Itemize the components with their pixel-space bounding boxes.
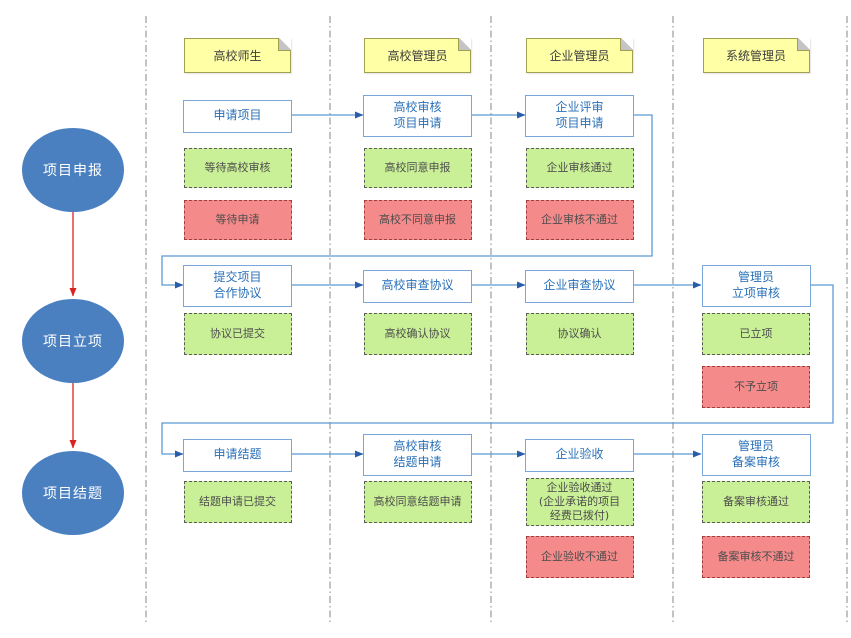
flow-ent-review-to-submit-agreement <box>161 114 653 289</box>
status-record-review-pass: 备案审核通过 <box>702 481 810 523</box>
step-label: 企业验收 <box>555 447 604 462</box>
phase-label: 项目立项 <box>43 334 103 350</box>
step-apply-project: 申请项目 <box>183 99 292 133</box>
phase-label: 项目结题 <box>43 486 103 502</box>
status-univ-disagree-declare: 高校不同意申报 <box>363 200 472 240</box>
folded-corner-icon <box>458 38 471 51</box>
status-waiting-apply: 等待申请 <box>183 200 292 240</box>
status-label: 不予立项 <box>734 380 778 394</box>
status-label: 已立项 <box>739 327 773 341</box>
phase-circle-project-approve: 项目立项 <box>22 299 124 383</box>
status-label: 结题申请已提交 <box>199 495 276 509</box>
status-label: 企业审核通过 <box>546 161 613 175</box>
status-label: 等待申请 <box>215 213 260 227</box>
step-label: 高校审核 项目申请 <box>393 100 442 130</box>
folded-corner-icon <box>620 38 633 51</box>
step-ent-review-application: 企业评审 项目申请 <box>525 95 634 137</box>
step-label: 管理员 备案审核 <box>731 439 780 469</box>
status-label: 协议已提交 <box>210 327 265 341</box>
lane-header-label: 高校管理员 <box>387 49 448 63</box>
folded-corner-icon <box>278 38 291 51</box>
step-univ-review-agreement: 高校审查协议 <box>363 269 472 303</box>
lane-header-label: 系统管理员 <box>725 49 786 63</box>
status-label: 备案审核通过 <box>723 495 789 509</box>
step-univ-review-conclusion: 高校审核 结题申请 <box>363 434 472 476</box>
status-univ-agree-declare: 高校同意申报 <box>363 148 472 188</box>
status-label: 高校同意结题申请 <box>373 495 462 509</box>
status-ent-review-pass: 企业审核通过 <box>525 148 634 188</box>
status-ent-acceptance-pass: 企业验收通过 (企业承诺的项目 经费已拨付) <box>525 478 634 526</box>
flow-admin-approval-to-apply-conclusion <box>161 284 834 458</box>
phase-circle-project-conclude: 项目结题 <box>22 451 124 535</box>
phase-label: 项目申报 <box>43 163 103 179</box>
step-label: 管理员 立项审核 <box>731 270 780 300</box>
step-submit-agreement: 提交项目 合作协议 <box>183 265 292 307</box>
lane-header-university-admin: 高校管理员 <box>364 38 471 73</box>
step-label: 高校审核 结题申请 <box>393 439 442 469</box>
status-project-approved: 已立项 <box>702 313 810 355</box>
status-conclusion-submitted: 结题申请已提交 <box>183 481 292 523</box>
step-univ-review-application: 高校审核 项目申请 <box>363 95 472 137</box>
step-ent-acceptance: 企业验收 <box>525 438 634 472</box>
step-label: 申请项目 <box>213 108 262 123</box>
folded-corner-icon <box>796 38 810 51</box>
step-label: 高校审查协议 <box>381 278 454 293</box>
status-label: 备案审核不通过 <box>717 550 795 564</box>
step-label: 申请结题 <box>213 447 262 462</box>
status-agreement-confirmed: 协议确认 <box>525 313 634 355</box>
step-label: 提交项目 合作协议 <box>213 270 262 300</box>
status-univ-confirm-agreement: 高校确认协议 <box>363 313 472 355</box>
status-record-review-fail: 备案审核不通过 <box>702 536 810 578</box>
lane-header-enterprise-admin: 企业管理员 <box>526 38 633 73</box>
status-label: 高校同意申报 <box>384 161 451 175</box>
step-ent-review-agreement: 企业审查协议 <box>525 269 634 303</box>
step-admin-record-review: 管理员 备案审核 <box>701 434 811 476</box>
status-label: 企业验收不通过 <box>541 550 618 564</box>
status-label: 高校确认协议 <box>384 327 451 341</box>
status-agreement-submitted: 协议已提交 <box>183 313 292 355</box>
lane-header-university-staff: 高校师生 <box>184 38 291 73</box>
step-admin-approval-review: 管理员 立项审核 <box>701 265 811 307</box>
status-label: 企业验收通过 (企业承诺的项目 经费已拨付) <box>538 481 621 522</box>
status-label: 等待高校审核 <box>204 161 271 175</box>
status-waiting-univ-review: 等待高校审核 <box>183 148 292 188</box>
status-label: 高校不同意申报 <box>379 213 456 227</box>
step-apply-conclusion: 申请结题 <box>183 438 292 472</box>
status-ent-acceptance-fail: 企业验收不通过 <box>525 536 634 578</box>
step-label: 企业评审 项目申请 <box>555 100 604 130</box>
lane-header-system-admin: 系统管理员 <box>702 38 810 73</box>
step-label: 企业审查协议 <box>543 278 616 293</box>
lane-header-label: 高校师生 <box>213 49 262 63</box>
status-project-rejected: 不予立项 <box>702 366 810 408</box>
lane-header-label: 企业管理员 <box>549 49 610 63</box>
status-label: 企业审核不通过 <box>541 213 618 227</box>
status-univ-agree-conclusion: 高校同意结题申请 <box>363 481 472 523</box>
status-label: 协议确认 <box>557 327 602 341</box>
phase-circle-project-declare: 项目申报 <box>22 128 124 212</box>
status-ent-review-fail: 企业审核不通过 <box>525 200 634 240</box>
